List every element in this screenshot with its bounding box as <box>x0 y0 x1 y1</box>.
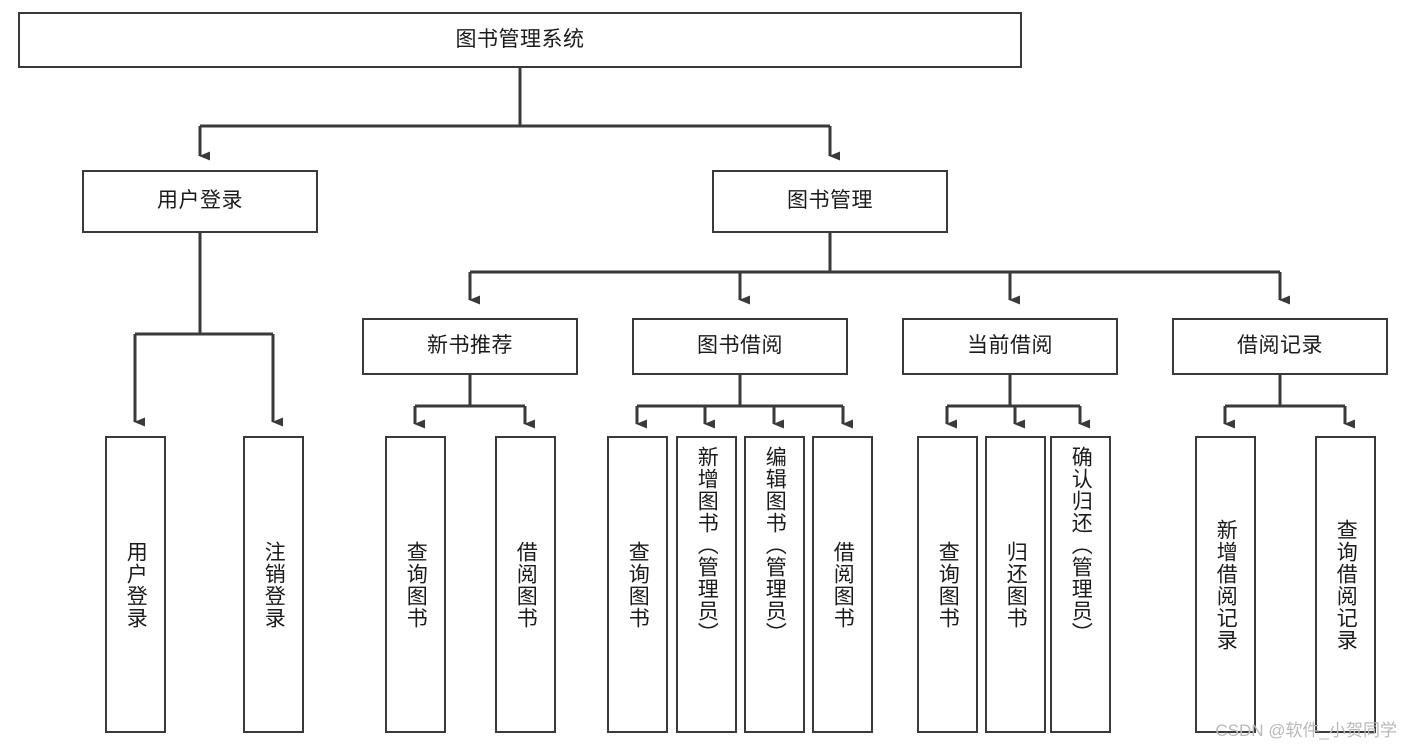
node-label: 查询借阅记录 <box>1334 518 1358 651</box>
node-leaf-confirm-return-admin[interactable]: 确认归还（管理员） <box>1050 436 1111 733</box>
node-root-book-management-system[interactable]: 图书管理系统 <box>18 12 1022 68</box>
node-label: 用户登录 <box>124 540 148 629</box>
node-book-manage[interactable]: 图书管理 <box>712 170 948 233</box>
node-label: 借阅图书 <box>514 540 538 629</box>
node-user-login[interactable]: 用户登录 <box>82 170 318 233</box>
node-leaf-add-book-admin[interactable]: 新增图书（管理员） <box>676 436 737 733</box>
node-label: 图书管理 <box>787 189 873 213</box>
node-label: 图书管理系统 <box>455 27 585 51</box>
node-leaf-borrow-book-recommend[interactable]: 借阅图书 <box>495 436 556 733</box>
node-label: 查询图书 <box>404 540 428 629</box>
node-label: 图书借阅 <box>697 334 783 358</box>
node-label: 借阅图书 <box>831 540 855 629</box>
csdn-watermark: CSDN @软件_小贺同学 <box>1215 721 1397 740</box>
node-label: 查询图书 <box>626 540 650 629</box>
node-label: 归还图书 <box>1004 540 1028 629</box>
node-leaf-logout-login[interactable]: 注销登录 <box>243 436 304 733</box>
node-leaf-return-book[interactable]: 归还图书 <box>985 436 1046 733</box>
node-leaf-edit-book-admin[interactable]: 编辑图书（管理员） <box>744 436 805 733</box>
node-leaf-borrow-book[interactable]: 借阅图书 <box>812 436 873 733</box>
node-book-borrow[interactable]: 图书借阅 <box>632 318 848 375</box>
node-leaf-query-book-borrow[interactable]: 查询图书 <box>607 436 668 733</box>
node-label: 借阅记录 <box>1237 334 1323 358</box>
node-leaf-query-book-current[interactable]: 查询图书 <box>917 436 978 733</box>
node-label: 当前借阅 <box>967 334 1053 358</box>
node-label: 确认归还（管理员） <box>1069 446 1093 644</box>
node-leaf-query-book-recommend[interactable]: 查询图书 <box>385 436 446 733</box>
node-borrow-record[interactable]: 借阅记录 <box>1172 318 1388 375</box>
node-label: 查询图书 <box>936 540 960 629</box>
node-new-book-recommend[interactable]: 新书推荐 <box>362 318 578 375</box>
node-label: 新增图书（管理员） <box>695 446 719 644</box>
node-label: 新书推荐 <box>427 334 513 358</box>
node-leaf-user-login[interactable]: 用户登录 <box>105 436 166 733</box>
node-current-borrow[interactable]: 当前借阅 <box>902 318 1118 375</box>
node-label: 编辑图书（管理员） <box>763 446 787 644</box>
node-label: 新增借阅记录 <box>1214 518 1238 651</box>
node-label: 用户登录 <box>157 189 243 213</box>
node-leaf-query-borrow-record[interactable]: 查询借阅记录 <box>1315 436 1376 733</box>
node-leaf-add-borrow-record[interactable]: 新增借阅记录 <box>1195 436 1256 733</box>
node-label: 注销登录 <box>262 540 286 629</box>
